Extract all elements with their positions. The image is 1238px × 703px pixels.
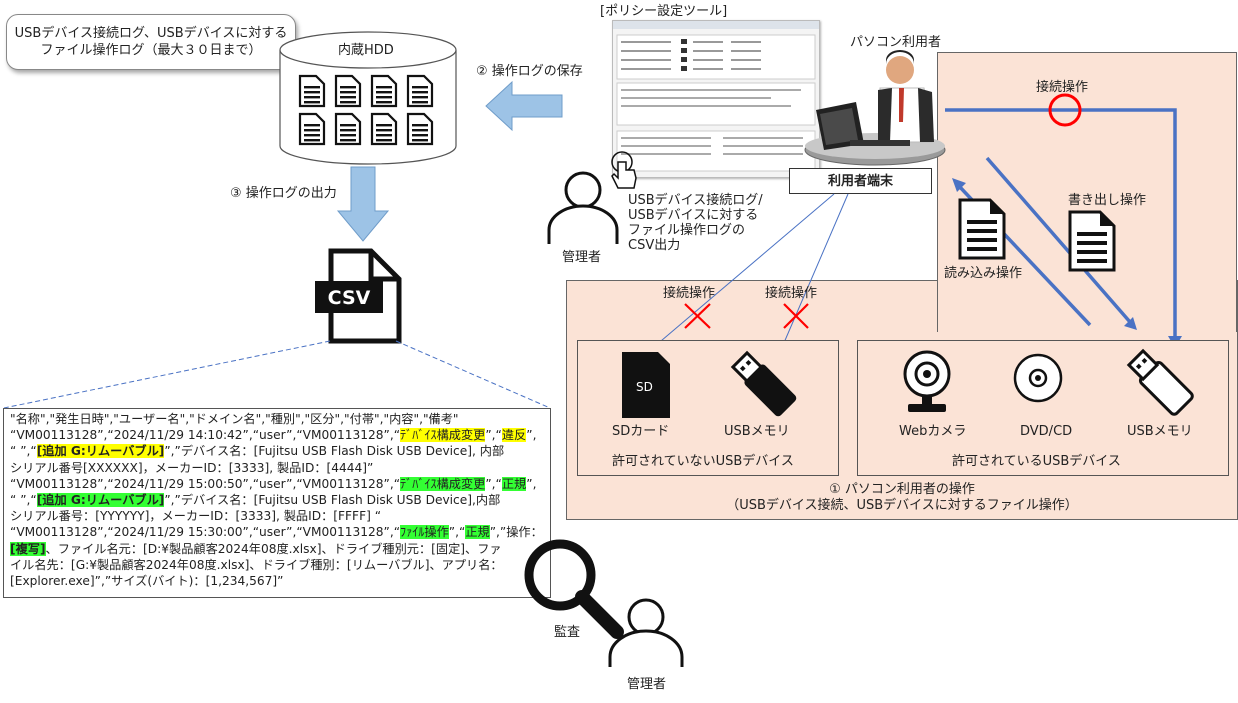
allowed-devices-title: 許可されているUSBデバイス — [952, 454, 1121, 469]
removable-added-tag: [追加 G:リムーバブル] — [36, 493, 165, 508]
csv-record2-line1: “VM00113128”,“2024/11/29 15:00:50”,“user… — [10, 476, 537, 491]
pc-user-label: パソコン利用者 — [850, 35, 942, 50]
pointing-hand-icon — [611, 151, 637, 189]
read-document-icon — [958, 198, 1006, 260]
forbidden-connect-label-2: 接続操作 — [765, 286, 818, 301]
webcam-icon — [903, 350, 951, 412]
output-arrow — [336, 166, 390, 242]
allowed-device-label-1: Webカメラ — [899, 424, 967, 439]
policy-tool-content — [613, 21, 819, 172]
read-op-label: 読み込み操作 — [944, 266, 1023, 281]
csv-output-desc: USBデバイス接続ログ/ USBデバイスに対する ファイル操作ログの CSV出力 — [628, 193, 763, 253]
admin-top-icon — [547, 171, 619, 244]
save-label: ② 操作ログの保存 — [476, 64, 583, 79]
operations-caption: ① パソコン利用者の操作 （USBデバイス接続、USBデバイスに対するファイル操… — [566, 482, 1238, 514]
tool-title: [ポリシー設定ツール] — [600, 4, 728, 19]
save-arrow — [485, 80, 563, 132]
hdd-cylinder — [279, 31, 457, 165]
document-icon — [298, 112, 326, 146]
operations-caption-line1: ① パソコン利用者の操作 — [829, 482, 975, 497]
csv-output-desc-line1: USBデバイス接続ログ/ — [628, 193, 763, 208]
sd-card-icon — [622, 352, 670, 418]
hdd-documents — [298, 74, 434, 146]
allowed-device-label-3: USBメモリ — [1127, 424, 1193, 439]
document-icon — [334, 74, 362, 108]
csv-header-line: "名称","発生日時","ユーザー名","ドメイン名","種別","区分","付… — [10, 412, 459, 426]
callout-line1: USBデバイス接続ログ、USBデバイスに対する — [14, 26, 288, 41]
csv-output-desc-line3: ファイル操作ログの — [628, 223, 746, 238]
operations-caption-line2: （USBデバイス接続、USBデバイスに対するファイル操作） — [726, 498, 1078, 513]
output-label: ③ 操作ログの出力 — [230, 186, 337, 201]
policy-tool-window — [612, 20, 820, 178]
csv-output-desc-line4: CSV出力 — [628, 238, 681, 253]
csv-record1-line2: “ ”,“[追加 G:リムーバブル]”,”デバイス名：[Fujitsu USB … — [10, 444, 505, 459]
document-icon — [406, 112, 434, 146]
csv-record2-line2: “ ”,“[追加 G:リムーバブル]”,”デバイス名：[Fujitsu USB … — [10, 493, 501, 508]
csv-output-desc-line2: USBデバイスに対する — [628, 208, 759, 223]
write-op-label: 書き出し操作 — [1068, 193, 1147, 208]
usb-memory-icon-allowed — [1126, 348, 1194, 416]
csv-record1-line3: シリアル番号[XXXXXX]，メーカーID：[3333], 製品ID：[4444… — [10, 460, 374, 475]
admin-bottom-icon — [608, 598, 684, 667]
copy-tag: [複写] — [10, 541, 46, 556]
authorized-tag: 正規 — [501, 476, 527, 491]
device-change-tag: ﾃﾞﾊﾞｲｽ構成変更 — [400, 428, 486, 443]
document-icon — [334, 112, 362, 146]
csv-record3-line3: イル名先：[G:¥製品顧客2024年08度.xlsx]、ドライブ種別：[リムーバ… — [10, 557, 503, 572]
removable-added-tag: [追加 G:リムーバブル] — [36, 444, 165, 459]
document-icon — [370, 74, 398, 108]
csv-record3-line1: “VM00113128”,“2024/11/29 15:30:00”,“user… — [10, 525, 543, 540]
usb-memory-icon-forbidden — [730, 350, 797, 417]
csv-record3-line2: [複写]、ファイル名元：[D:¥製品顧客2024年08度.xlsx]、ドライブ種… — [10, 541, 502, 556]
forbidden-device-label-1: SDカード — [612, 424, 670, 439]
connect-op-label: 接続操作 — [1036, 80, 1089, 95]
pc-user-illustration — [804, 50, 946, 166]
violation-tag: 違反 — [501, 428, 527, 443]
operations-panel-upper — [937, 52, 1237, 332]
admin-top-label: 管理者 — [562, 250, 602, 265]
document-icon — [298, 74, 326, 108]
admin-bottom-label: 管理者 — [627, 677, 667, 692]
forbidden-devices-box — [577, 340, 839, 476]
forbidden-connect-label-1: 接続操作 — [663, 286, 716, 301]
magnifier-icon — [524, 539, 624, 639]
user-terminal-label: 利用者端末 — [789, 168, 932, 194]
csv-record2-line3: シリアル番号：[YYYYYY]，メーカーID：[3333], 製品ID：[FFF… — [10, 509, 382, 524]
forbidden-devices-title: 許可されていないUSBデバイス — [612, 454, 794, 469]
document-icon — [370, 112, 398, 146]
dvd-cd-icon — [1013, 353, 1063, 403]
csv-icon-text: CSV — [327, 287, 371, 309]
authorized-tag: 正規 — [465, 525, 490, 540]
hdd-label: 内蔵HDD — [338, 43, 394, 58]
csv-record1-line1: “VM00113128”,“2024/11/29 14:10:42”,“user… — [10, 428, 537, 443]
device-change-tag: ﾃﾞﾊﾞｲｽ構成変更 — [400, 476, 486, 491]
audit-label: 監査 — [554, 625, 581, 640]
forbidden-device-label-2: USBメモリ — [724, 424, 790, 439]
csv-log-box: "名称","発生日時","ユーザー名","ドメイン名","種別","区分","付… — [3, 408, 551, 598]
log-callout: USBデバイス接続ログ、USBデバイスに対する ファイル操作ログ（最大３０日まで… — [6, 14, 296, 70]
callout-line2: ファイル操作ログ（最大３０日まで） — [40, 43, 262, 58]
csv-record3-line4: [Explorer.exe]”,”サイズ(バイト)：[1,234,567]” — [10, 574, 284, 589]
document-icon — [406, 74, 434, 108]
csv-file-icon — [315, 248, 402, 344]
allowed-device-label-2: DVD/CD — [1020, 424, 1073, 439]
file-op-tag: ﾌｧｲﾙ操作 — [400, 525, 449, 540]
write-document-icon — [1068, 210, 1116, 272]
